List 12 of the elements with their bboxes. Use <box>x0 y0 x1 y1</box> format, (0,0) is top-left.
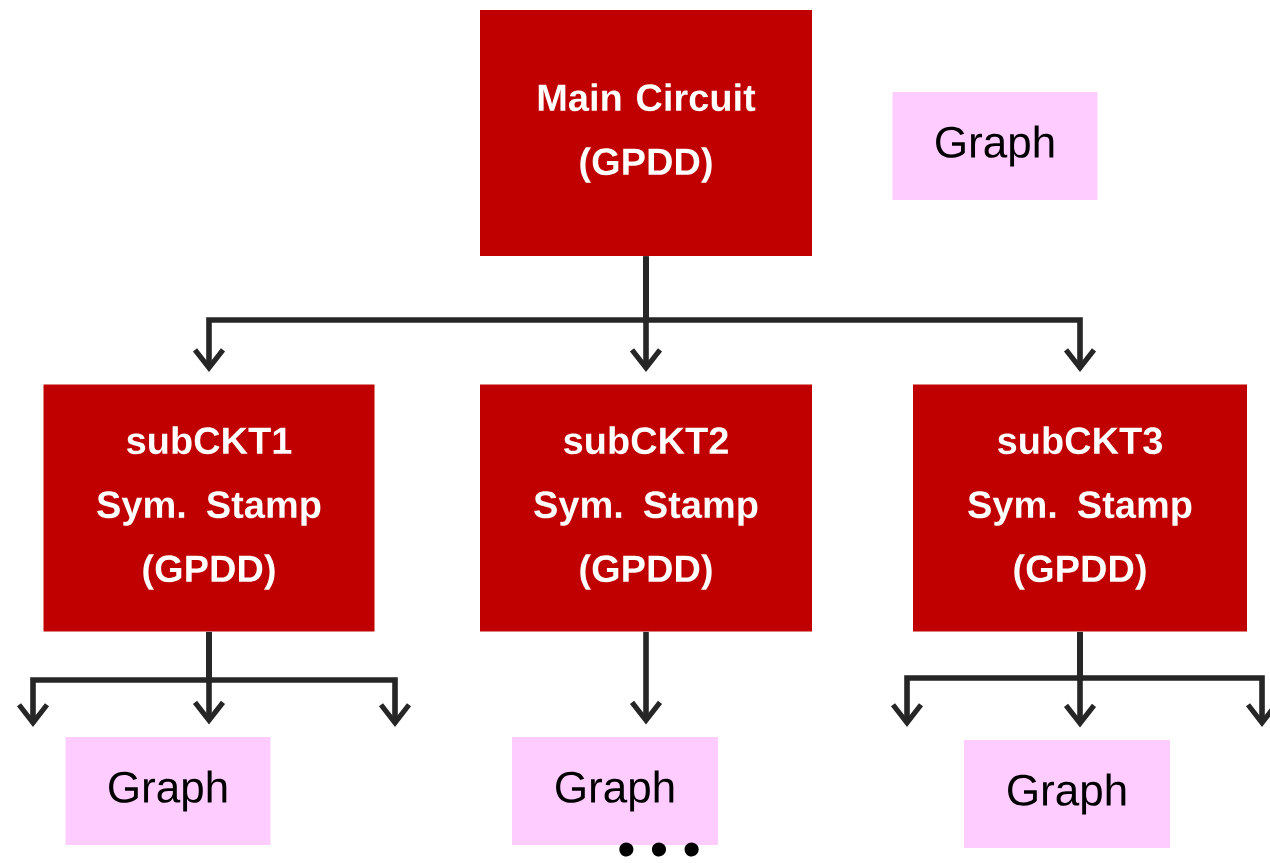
circuit-box: subCKT1 Sym. Stamp (GPDD) <box>43 384 375 632</box>
circuit-box: subCKT3 Sym. Stamp (GPDD) <box>913 384 1247 632</box>
circuit-box: Main Circuit (GPDD) <box>480 10 812 256</box>
circuit-box: subCKT2 Sym. Stamp (GPDD) <box>480 384 812 632</box>
arrow <box>643 256 1097 373</box>
ellipsis: • • • <box>619 842 699 857</box>
graph-box: Graph <box>964 740 1170 848</box>
graph-box: Graph <box>892 92 1098 200</box>
arrow <box>1077 631 1270 727</box>
arrow <box>206 631 412 727</box>
arrow <box>629 631 663 725</box>
graph-box: Graph <box>65 737 271 845</box>
